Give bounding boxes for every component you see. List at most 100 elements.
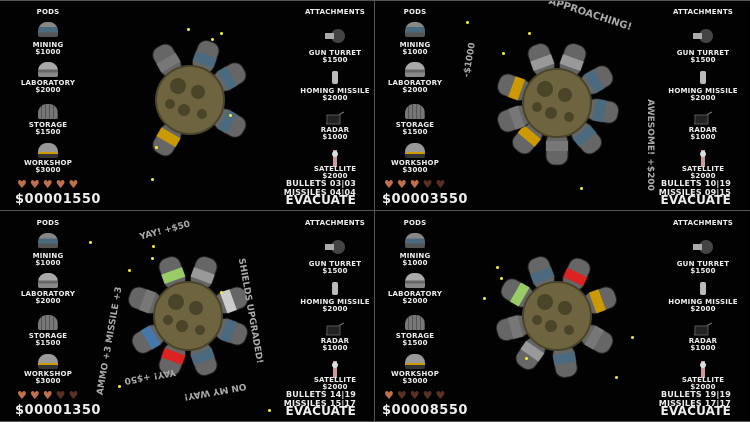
star-pickup[interactable] <box>89 241 92 244</box>
star-pickup[interactable] <box>151 178 154 181</box>
missiles-row: MISSILES 15|17 <box>284 399 356 408</box>
pod-price: $2000 <box>402 297 428 305</box>
workshop-pod-icon <box>38 143 58 158</box>
evacuate-button[interactable]: EVACUATE <box>285 404 356 418</box>
bullets-label: BULLETS <box>660 390 702 399</box>
star-pickup[interactable] <box>152 245 155 248</box>
pod-band <box>507 315 524 340</box>
pod-name: STORAGE <box>395 332 435 340</box>
star-pickup[interactable] <box>483 297 486 300</box>
pods-title: PODS <box>36 8 60 16</box>
crater <box>191 85 205 99</box>
attached-pod <box>585 98 620 124</box>
attachment-price: $1500 <box>690 56 716 64</box>
star-pickup[interactable] <box>615 376 618 379</box>
pod-band <box>156 127 181 148</box>
gun-turret-icon <box>691 28 715 48</box>
attached-pod <box>562 257 591 291</box>
gun-turret-icon <box>691 239 715 259</box>
crater <box>163 315 173 325</box>
storage-pod-icon <box>38 104 58 119</box>
crater <box>165 99 175 109</box>
star-pickup[interactable] <box>631 336 634 339</box>
evacuate-button[interactable]: EVACUATE <box>660 404 731 418</box>
pod-price: $1500 <box>35 339 61 347</box>
pod-band <box>161 267 186 285</box>
star-pickup[interactable] <box>525 357 528 360</box>
pod-price: $1500 <box>402 339 428 347</box>
health-hearts: ♥♥♥♥♥ <box>17 179 78 190</box>
crater <box>195 325 205 335</box>
attached-pod <box>583 286 617 315</box>
pod-band <box>563 267 588 287</box>
star-pickup[interactable] <box>151 257 154 260</box>
star-pickup[interactable] <box>496 266 499 269</box>
pod-band <box>190 347 215 365</box>
attached-pod <box>495 314 530 342</box>
attachment-price: $2000 <box>690 172 716 180</box>
pod-price: $3000 <box>402 166 428 174</box>
money-counter: $00003550 <box>382 192 468 207</box>
pods-title: PODS <box>403 219 427 227</box>
pod-price: $2000 <box>35 86 61 94</box>
star-pickup[interactable] <box>128 269 131 272</box>
missiles-row: MISSILES 09|15 <box>659 188 731 197</box>
crater <box>532 315 542 325</box>
attachment-name: HOMING MISSILE <box>668 87 738 95</box>
attachment-price: $2000 <box>322 383 348 391</box>
missiles-label: MISSILES <box>283 399 327 408</box>
attached-pod <box>152 43 182 77</box>
heart-icon: ♥ <box>422 389 433 402</box>
attachment-name: HOMING MISSILE <box>300 298 370 306</box>
bullets-row: BULLETS 03|03 <box>284 179 356 188</box>
evacuate-button[interactable]: EVACUATE <box>660 193 731 207</box>
star-pickup[interactable] <box>580 187 583 190</box>
heart-icon: ♥ <box>42 178 53 191</box>
star-pickup[interactable] <box>220 291 223 294</box>
star-pickup[interactable] <box>187 28 190 31</box>
pod-price: $2000 <box>35 297 61 305</box>
pod-name: LABORATORY <box>20 290 76 298</box>
pod-name: MINING <box>399 252 431 260</box>
star-pickup[interactable] <box>118 385 121 388</box>
star-pickup[interactable] <box>268 409 271 412</box>
star-pickup[interactable] <box>155 146 158 149</box>
pod-band <box>156 52 181 73</box>
missiles-label: MISSILES <box>283 188 327 197</box>
star-pickup[interactable] <box>466 21 469 24</box>
workshop-pod-icon <box>38 354 58 369</box>
attached-pod <box>500 278 534 308</box>
missiles-count: 04|04 <box>329 188 356 197</box>
missiles-label: MISSILES <box>658 399 702 408</box>
bullets-row: BULLETS 14|19 <box>284 390 356 399</box>
radar-icon <box>324 321 346 341</box>
star-pickup[interactable] <box>528 32 531 35</box>
crater <box>537 81 553 97</box>
satellite-icon <box>698 361 708 383</box>
evacuate-button[interactable]: EVACUATE <box>285 193 356 207</box>
asteroid <box>153 281 223 351</box>
missiles-count: 09|15 <box>704 188 731 197</box>
star-pickup[interactable] <box>220 32 223 35</box>
attachment-price: $1000 <box>322 133 348 141</box>
floating-message: AWESOME! +$200 <box>645 99 655 191</box>
star-pickup[interactable] <box>229 114 232 117</box>
star-pickup[interactable] <box>502 52 505 55</box>
heart-icon: ♥ <box>17 389 27 402</box>
attachment-price: $2000 <box>690 305 716 313</box>
pod-price: $1000 <box>402 48 428 56</box>
pod-name: STORAGE <box>28 121 68 129</box>
pod-name: STORAGE <box>28 332 68 340</box>
pod-price: $3000 <box>35 377 61 385</box>
star-pickup[interactable] <box>211 38 214 41</box>
heart-icon: ♥ <box>55 389 66 402</box>
crater <box>558 301 572 315</box>
star-pickup[interactable] <box>500 277 503 280</box>
attachment-price: $1000 <box>690 344 716 352</box>
pod-price: $2000 <box>402 86 428 94</box>
asteroid <box>522 68 592 138</box>
pod-band <box>584 69 605 94</box>
